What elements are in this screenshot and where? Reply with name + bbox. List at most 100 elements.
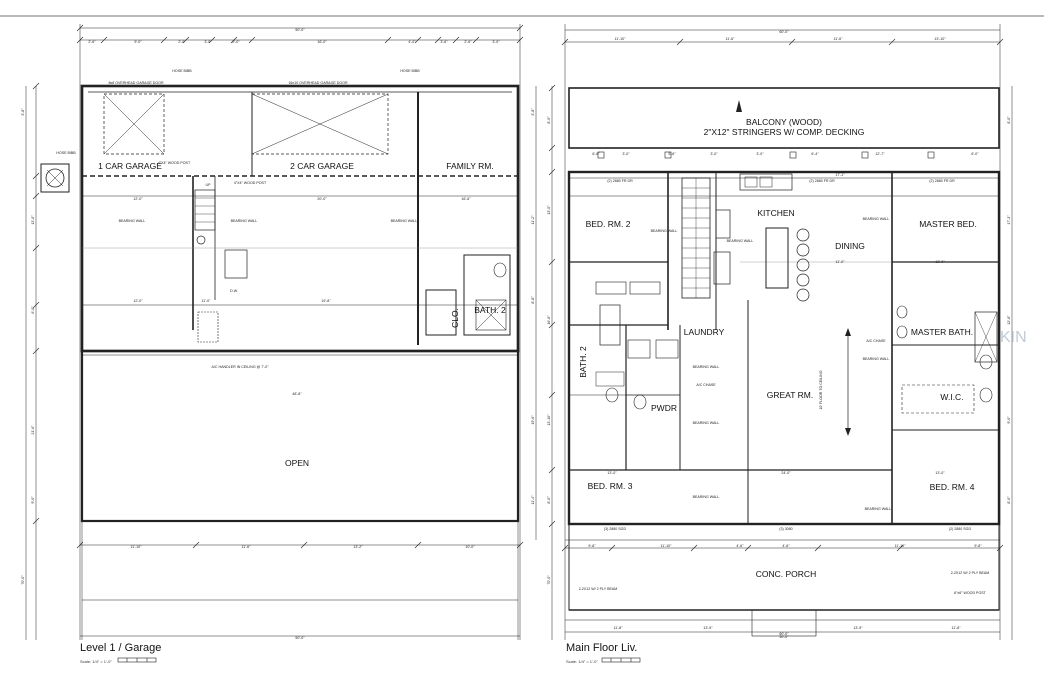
level1-plan bbox=[25, 24, 537, 640]
note-bearing-wall-2: BEARING WALL bbox=[231, 219, 258, 223]
dim-main-porch-2: 4'-6" bbox=[736, 544, 744, 548]
main-dimension-labels: 11'-10"11'-6"11'-6"13'-10"6'-8"3'-0"5'-6… bbox=[547, 37, 1011, 630]
dim-l1-row2-0: 12'-0" bbox=[133, 197, 143, 201]
room-conc-porch: CONC. PORCH bbox=[756, 569, 816, 579]
dim-l1-left-1: 13'-0" bbox=[31, 215, 35, 225]
note-bearing-6: BEARING WALL bbox=[863, 357, 890, 361]
room-dining: DINING bbox=[835, 241, 865, 251]
balcony-subtitle: 2"X12" STRINGERS W/ COMP. DECKING bbox=[704, 127, 865, 137]
note-beam-2: 2-2X12 W/ 2 PLY BEAM bbox=[951, 571, 990, 575]
dim-l1-top-1: 9'-0" bbox=[134, 40, 142, 44]
dim-main-left-3: 13'-10" bbox=[547, 414, 551, 426]
dim-main-left-1: 13'-0" bbox=[547, 205, 551, 215]
dim-main-top-total: 60'-0" bbox=[779, 30, 789, 34]
dim-l1-top-5: 16'-0" bbox=[317, 40, 327, 44]
dim-main-left-4: 8'-0" bbox=[547, 496, 551, 504]
dim-l1-left-2: 6'-0" bbox=[31, 306, 35, 314]
room-bed-4: BED. RM. 4 bbox=[930, 482, 975, 492]
note-door-kitchen: (2) 2880 FR DR bbox=[809, 179, 835, 183]
note-bearing-wall-1: BEARING WALL bbox=[119, 219, 146, 223]
note-wood-post: 6"x6" WOOD POST bbox=[954, 591, 987, 595]
room-1-car-garage: 1 CAR GARAGE bbox=[98, 161, 162, 171]
note-hose-bibb-3: HOSE BIBB bbox=[56, 151, 76, 155]
dim-main-row2-1: 3'-0" bbox=[622, 152, 630, 156]
room-clo: CLO. bbox=[450, 308, 460, 328]
dim-main-bottom-0: 11'-8" bbox=[614, 626, 624, 630]
dim-l1-porch-3: 10'-0" bbox=[465, 545, 475, 549]
note-beam-1: 2-2X12 W/ 2 PLY BEAM bbox=[579, 587, 618, 591]
dim-l1-row2-2: 16'-6" bbox=[461, 197, 471, 201]
dim-main-bottom-total: 60'-0" bbox=[779, 632, 789, 636]
dim-l1-porch-2: 13'-2" bbox=[353, 545, 363, 549]
note-ac-chase-2: A/C CHASE bbox=[866, 339, 886, 343]
dim-l1-left-0: 3'-8" bbox=[21, 108, 25, 116]
note-door-bed2: (2) 2880 FR DR bbox=[607, 179, 633, 183]
scale-main-floor: Scale: 1/4" = 1'-0" bbox=[566, 659, 598, 664]
note-sgd-3: (2) 2880 SGD bbox=[949, 527, 972, 531]
dim-main-right-0: 8'-0" bbox=[1007, 116, 1011, 124]
note-bearing-wall-3: BEARING WALL bbox=[391, 219, 418, 223]
dim-main-row2-0: 6'-8" bbox=[592, 152, 600, 156]
note-wood-post-2: 4"X4" WOOD POST bbox=[234, 181, 267, 185]
dim-l1-top-8: 2'-6" bbox=[464, 40, 472, 44]
room-family: FAMILY RM. bbox=[446, 161, 493, 171]
dim-l1-top-2: 2'-0" bbox=[178, 40, 186, 44]
room-bed-2: BED. RM. 2 bbox=[586, 219, 631, 229]
dim-l1-top-6: 4'-0" bbox=[408, 40, 416, 44]
room-wic: W.I.C. bbox=[940, 392, 963, 402]
level1-dimension-labels: 2'-6"9'-0"2'-0"3'-0"2'-0"16'-0"4'-0"3'-6… bbox=[21, 40, 535, 585]
dim-main-porch-4: 11'-10" bbox=[895, 544, 907, 548]
dim-l1-row2-1: 20'-0" bbox=[317, 197, 327, 201]
dim-main-center: 30'-0" bbox=[779, 635, 789, 639]
dim-main-top-3: 13'-10" bbox=[934, 37, 946, 41]
note-sgd-2: (3) 3080 bbox=[779, 527, 792, 531]
dim-l1-right-1: 11'-2" bbox=[531, 215, 535, 225]
note-bearing-2: BEARING WALL bbox=[727, 239, 754, 243]
dim-level1-bottom-total: 50'-0" bbox=[295, 636, 305, 640]
room-bath-2-level1: BATH. 2 bbox=[474, 305, 506, 315]
dim-main-right-2: 13'-8" bbox=[1007, 315, 1011, 325]
note-bearing-4: BEARING WALL bbox=[693, 365, 720, 369]
dim-l1-top-3: 3'-0" bbox=[204, 40, 212, 44]
dim-main-row2-7: 6'-0" bbox=[971, 152, 979, 156]
note-hose-bibb-2: HOSE BIBB bbox=[400, 69, 420, 73]
dim-l1-left-3: 21'-6" bbox=[31, 425, 35, 435]
dim-l1-top-7: 3'-6" bbox=[440, 40, 448, 44]
room-bath-2-main: BATH. 2 bbox=[578, 346, 588, 378]
dim-main-top-0: 11'-10" bbox=[615, 37, 627, 41]
note-ac-handler: A/C HANDLER IN CEILING @ 7'-0" bbox=[212, 365, 270, 369]
caption-main-floor: Main Floor Liv. bbox=[566, 642, 638, 654]
room-open: OPEN bbox=[285, 458, 309, 468]
room-master-bed: MASTER BED. bbox=[919, 219, 977, 229]
note-ac-chase-1: A/C CHASE bbox=[696, 383, 716, 387]
dim-main-row2-4: 3'-0" bbox=[756, 152, 764, 156]
dim-l1-porch-0: 11'-10" bbox=[131, 545, 143, 549]
note-bearing-1: BEARING WALL bbox=[651, 229, 678, 233]
dim-main-row2-3: 3'-0" bbox=[710, 152, 718, 156]
dim-main-row2-6: 12'-7" bbox=[875, 152, 885, 156]
dim-main-top-2: 11'-6" bbox=[834, 37, 844, 41]
dim-main-row2-2: 5'-6" bbox=[668, 152, 676, 156]
dim-l1-porch-1: 11'-6" bbox=[242, 545, 252, 549]
room-laundry: LAUNDRY bbox=[684, 327, 725, 337]
dim-main-left-2: 16'-6" bbox=[547, 315, 551, 325]
balcony-title: BALCONY (WOOD) bbox=[746, 117, 822, 127]
note-stairs-up: UP bbox=[206, 183, 212, 187]
note-hose-bibb-1: HOSE BIBB bbox=[172, 69, 192, 73]
dim-l1-row3-2: 19'-8" bbox=[321, 299, 331, 303]
room-great: GREAT RM. bbox=[767, 390, 813, 400]
dim-main-bottom-3: 11'-8" bbox=[952, 626, 962, 630]
note-garage-door-1: 8x8 OVERHEAD GARAGE DOOR bbox=[108, 81, 164, 85]
main-floor-plan bbox=[551, 24, 1013, 640]
dim-main-inner-3: 17'-1" bbox=[835, 173, 845, 177]
note-wood-post-1: 4"X4" WOOD POST bbox=[158, 161, 191, 165]
dim-l1-right-3: 19'-6" bbox=[531, 415, 535, 425]
dim-l1-top-9: 3'-0" bbox=[492, 40, 500, 44]
dim-l1-left-4: 9'-0" bbox=[31, 496, 35, 504]
dim-level1-top-total: 50'-0" bbox=[295, 28, 305, 32]
note-garage-door-2: 16x10 OVERHEAD GARAGE DOOR bbox=[288, 81, 348, 85]
room-2-car-garage: 2 CAR GARAGE bbox=[290, 161, 354, 171]
dim-l1-left-5: 70'-0" bbox=[21, 575, 25, 585]
room-bed-3: BED. RM. 3 bbox=[588, 481, 633, 491]
